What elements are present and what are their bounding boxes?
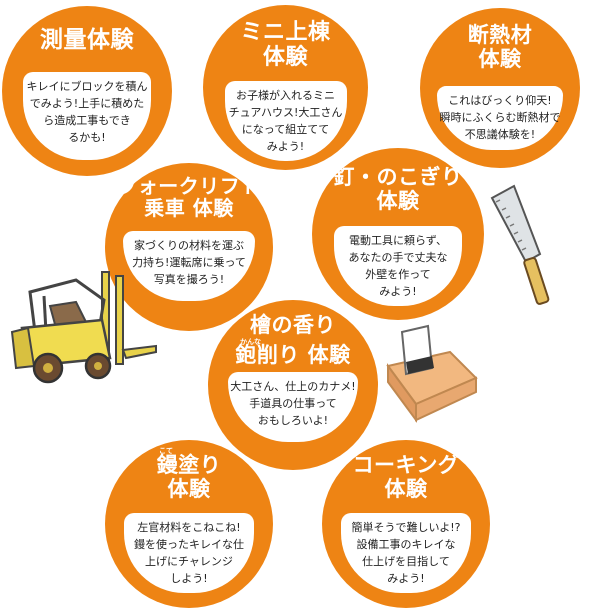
card-trowel: 鏝塗り 体験 こて 左官材料をこねこね! 鏝を使ったキレイな仕 上げにチャレンジ…	[105, 440, 273, 608]
card-title: 鏝塗り 体験	[156, 453, 222, 501]
card-nail-saw: 釘・のこぎり 体験 電動工具に頼らず、 あなたの手で丈夫な 外壁を作って みよう…	[312, 148, 484, 320]
card-description: 簡単そうで難しいよ!? 設備工事のキレイな 仕上げを目指して みよう!	[341, 513, 471, 593]
card-title: ミニ上棟 体験	[240, 20, 331, 70]
card-title: 釘・のこぎり 体験	[333, 165, 463, 213]
saw-illustration	[490, 184, 550, 305]
forklift-illustration	[10, 271, 157, 384]
plane-illustration	[386, 324, 478, 424]
card-description: キレイにブロックを積ん でみよう!上手に積めた ら造成工事もでき るかも!	[23, 72, 151, 160]
card-description: 左官材料をこねこね! 鏝を使ったキレイな仕 上げにチャレンジ しよう!	[124, 513, 254, 593]
card-description: これはびっくり仰天! 瞬時にふくらむ断熱材で 不思議体験を!	[437, 86, 563, 150]
card-description: 大工さん、仕上のカナメ! 手道具の仕事って おもしろいよ!	[228, 372, 358, 442]
card-title: 測量体験	[40, 27, 134, 53]
card-caulking: コーキング 体験 簡単そうで難しいよ!? 設備工事のキレイな 仕上げを目指して …	[322, 440, 490, 608]
card-title: 檜の香り 鉋削り 体験	[235, 313, 351, 367]
card-forklift: フォークリフト 乗車 体験 家づくりの材料を運ぶ 力持ち!運転席に乗って 写真を…	[105, 163, 273, 331]
card-title: フォークリフト 乗車 体験	[117, 174, 261, 221]
card-insulation: 断熱材 体験 これはびっくり仰天! 瞬時にふくらむ断熱材で 不思議体験を!	[420, 8, 580, 168]
card-title: 断熱材 体験	[467, 23, 533, 71]
card-title: コーキング 体験	[352, 453, 460, 501]
card-description: 電動工具に頼らず、 あなたの手で丈夫な 外壁を作って みよう!	[334, 226, 462, 306]
ruby-annotation: こて	[159, 447, 173, 455]
card-description: 家づくりの材料を運ぶ 力持ち!運転席に乗って 写真を撮ろう!	[123, 231, 255, 301]
card-mini-framing: ミニ上棟 体験 お子様が入れるミニ チュアハウス!大工さん になって組立てて み…	[203, 5, 368, 170]
card-description: お子様が入れるミニ チュアハウス!大工さん になって組立てて みよう!	[224, 81, 347, 161]
ruby-annotation: かんな	[240, 338, 261, 346]
card-surveying: 測量体験 キレイにブロックを積ん でみよう!上手に積めた ら造成工事もでき るか…	[2, 6, 172, 176]
card-plane-shaving: 檜の香り 鉋削り 体験 かんな 大工さん、仕上のカナメ! 手道具の仕事って おも…	[208, 300, 378, 470]
